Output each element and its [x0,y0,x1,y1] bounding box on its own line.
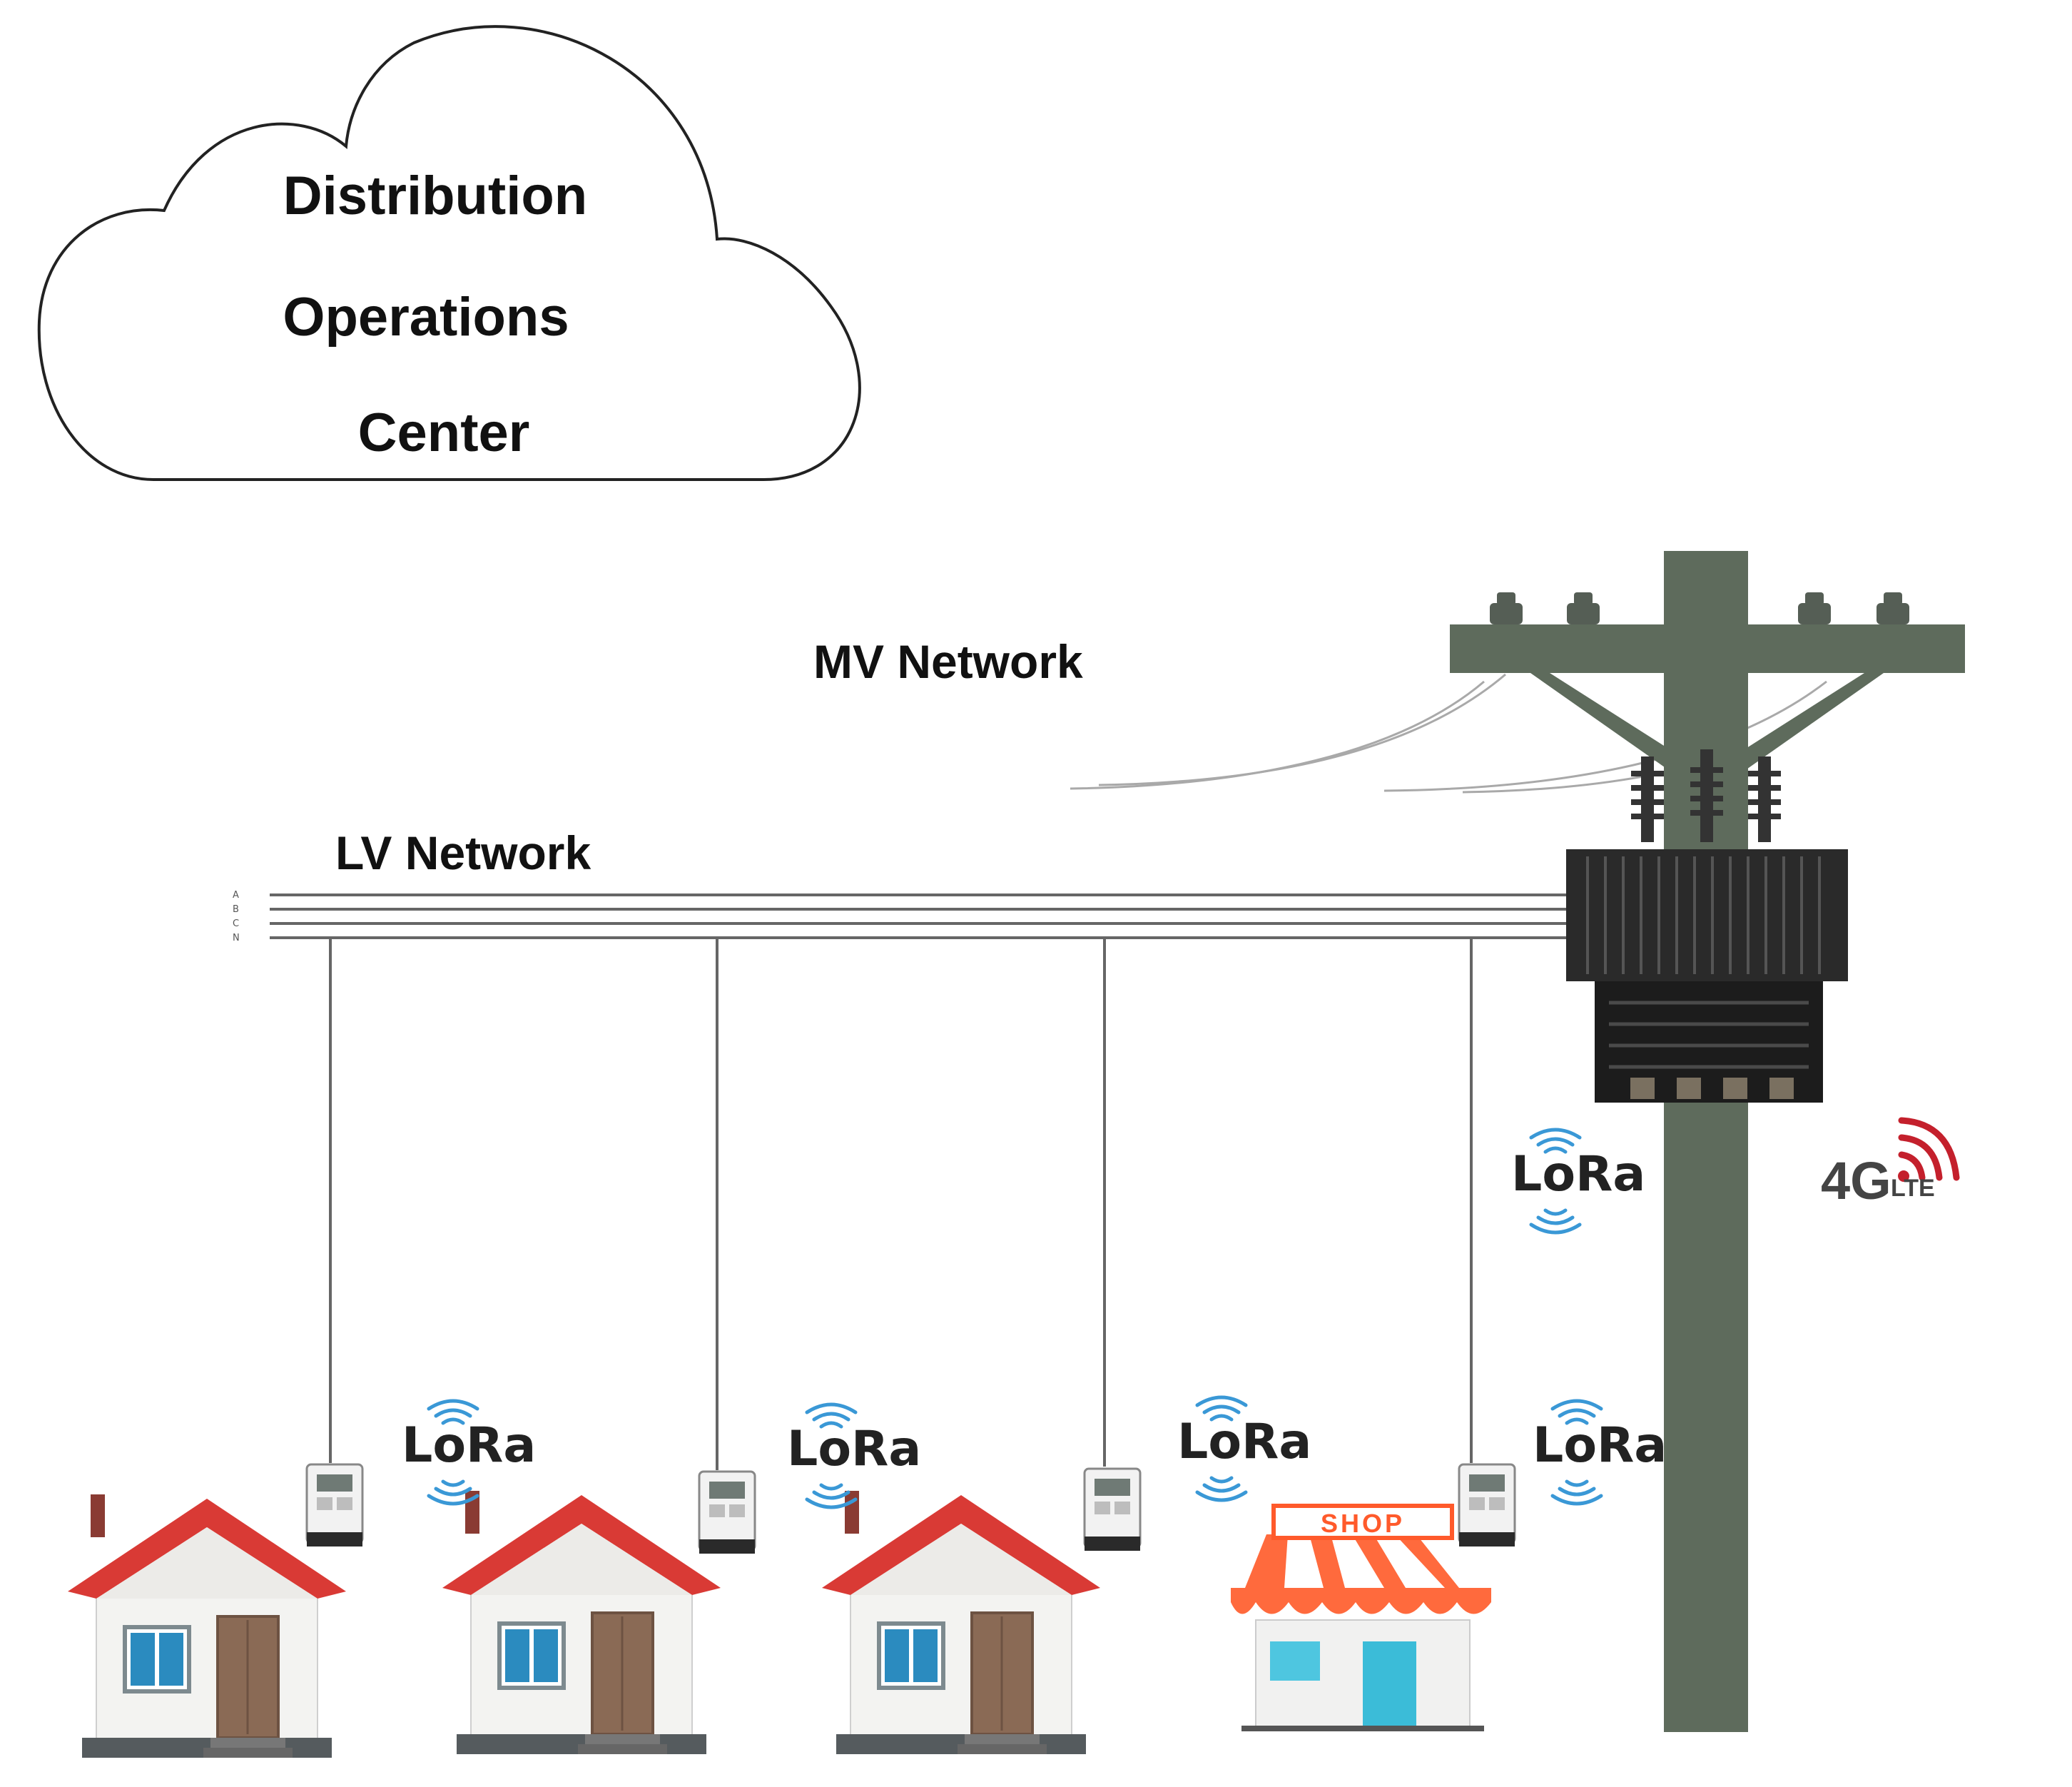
mv-network-label: MV Network [813,635,1083,688]
lora-label-5: LoRa [1511,1146,1645,1203]
lte-signal-icon [1898,1117,1960,1181]
service-drops [329,938,1473,1470]
smart-meter-icon-2 [698,1470,756,1555]
cloud-line-1: Distribution [283,166,587,226]
lora-label-2: LoRa [787,1421,921,1477]
utility-pole [1664,551,1748,1732]
pole-brace-left [1530,673,1670,771]
lte-signal-dot [1898,1170,1909,1182]
smart-meter-icon-3 [1083,1467,1142,1552]
pole-crossarm [1450,624,1965,673]
house-icon-1 [68,1494,346,1758]
cloud-line-3: Center [358,403,530,463]
shop-icon [1231,1504,1491,1731]
lora-label-3: LoRa [1177,1414,1311,1470]
lv-bus-lines [270,894,1566,939]
house-icon-2 [442,1491,721,1754]
phase-label-n: N [233,933,240,943]
shop-sign-text: SHOP [1321,1509,1405,1538]
transformer-bushings [1631,749,1781,842]
cloud-line-2: Operations [283,287,569,348]
smart-meter-icon-4 [1458,1463,1516,1548]
lora-label-1: LoRa [402,1417,536,1474]
phase-label-c: C [233,918,239,929]
pole-transformer [1566,849,1848,1103]
house-icon-3 [822,1491,1100,1754]
phase-label-a: A [233,890,239,901]
cloud-shape [37,25,861,481]
crossarm-insulators [1490,592,1909,624]
lv-network-label: LV Network [335,826,591,879]
lte-label-sub: LTE [1891,1175,1935,1202]
smart-meter-icon-1 [305,1463,364,1548]
lte-label-4g: 4G [1821,1151,1891,1210]
lora-label-4: LoRa [1533,1417,1667,1474]
pole-brace-right [1745,673,1884,771]
phase-label-b: B [233,904,239,915]
